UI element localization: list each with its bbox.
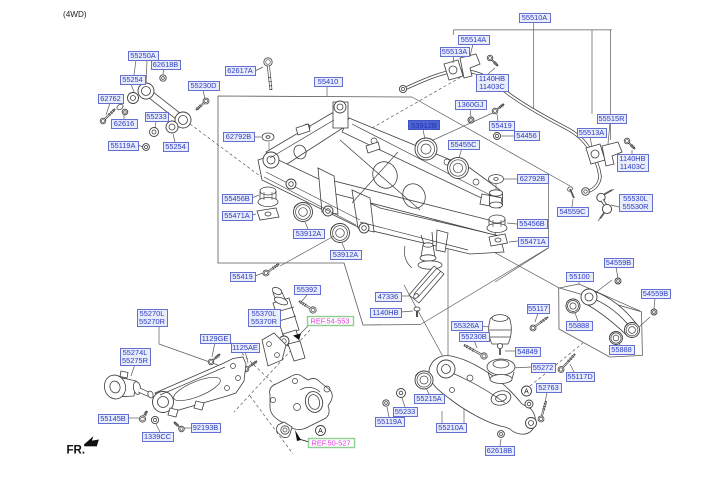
svg-text:55530L: 55530L <box>623 194 648 203</box>
svg-text:55513A: 55513A <box>442 47 468 56</box>
svg-text:55510A: 55510A <box>522 13 548 22</box>
svg-text:55419: 55419 <box>491 121 512 130</box>
svg-text:55270R: 55270R <box>139 317 165 326</box>
svg-text:55233: 55233 <box>395 407 416 416</box>
svg-text:55392: 55392 <box>297 285 318 294</box>
svg-text:55419: 55419 <box>232 272 253 281</box>
svg-text:55471A: 55471A <box>520 237 546 246</box>
svg-text:REF.54-553: REF.54-553 <box>310 316 349 325</box>
svg-text:11403C: 11403C <box>620 162 646 171</box>
svg-text:52763: 52763 <box>538 383 559 392</box>
svg-text:A: A <box>318 428 323 435</box>
svg-text:54849: 54849 <box>517 347 538 356</box>
svg-text:55119A: 55119A <box>111 141 136 150</box>
svg-text:55215A: 55215A <box>416 394 442 403</box>
svg-text:REF.50-527: REF.50-527 <box>311 438 350 447</box>
svg-text:47336: 47336 <box>378 292 399 301</box>
svg-text:55471A: 55471A <box>224 211 250 220</box>
svg-text:55455C: 55455C <box>451 140 478 149</box>
svg-text:55233: 55233 <box>146 112 167 121</box>
svg-text:55275R: 55275R <box>122 356 148 365</box>
svg-text:(4WD): (4WD) <box>63 10 87 19</box>
svg-text:FR.: FR. <box>67 445 86 457</box>
svg-text:55254: 55254 <box>165 142 186 151</box>
svg-text:1125AE: 1125AE <box>232 343 258 352</box>
svg-text:1140HB: 1140HB <box>479 74 505 83</box>
svg-text:1140HB: 1140HB <box>619 154 645 163</box>
svg-text:55254: 55254 <box>122 75 143 84</box>
svg-text:53912A: 53912A <box>333 250 359 259</box>
svg-text:55410: 55410 <box>318 77 339 86</box>
svg-text:55117D: 55117D <box>567 372 592 381</box>
svg-text:1339CC: 1339CC <box>144 432 172 441</box>
svg-text:55145B: 55145B <box>100 414 126 423</box>
svg-text:62617A: 62617A <box>227 66 253 75</box>
svg-text:55119A: 55119A <box>377 417 402 426</box>
svg-text:62762: 62762 <box>100 94 121 103</box>
svg-text:55456B: 55456B <box>519 219 545 228</box>
svg-text:53912A: 53912A <box>296 229 322 238</box>
svg-text:1129GE: 1129GE <box>202 334 229 343</box>
svg-text:55230B: 55230B <box>461 332 487 341</box>
svg-text:55513A: 55513A <box>579 128 605 137</box>
svg-text:55230D: 55230D <box>191 81 217 90</box>
svg-text:A: A <box>524 389 529 396</box>
svg-text:55514A: 55514A <box>461 35 487 44</box>
svg-text:55370R: 55370R <box>251 317 277 326</box>
svg-text:62792B: 62792B <box>226 132 252 141</box>
svg-text:55272: 55272 <box>533 363 554 372</box>
svg-text:55530R: 55530R <box>623 202 649 211</box>
svg-text:55270L: 55270L <box>140 309 165 318</box>
svg-text:55274L: 55274L <box>123 348 148 357</box>
svg-text:55250A: 55250A <box>130 51 156 60</box>
svg-text:54456: 54456 <box>516 131 537 140</box>
svg-text:92193B: 92193B <box>193 423 219 432</box>
svg-text:54559B: 54559B <box>643 289 669 298</box>
svg-text:55210A: 55210A <box>438 423 464 432</box>
svg-text:55370L: 55370L <box>252 309 277 318</box>
svg-text:55888: 55888 <box>569 321 590 330</box>
svg-text:62792B: 62792B <box>520 174 546 183</box>
svg-text:55117: 55117 <box>528 304 548 313</box>
svg-text:62618B: 62618B <box>153 60 179 69</box>
svg-text:11403C: 11403C <box>479 82 505 91</box>
svg-text:1360GJ: 1360GJ <box>458 100 484 109</box>
svg-text:62618B: 62618B <box>487 446 513 455</box>
svg-text:1140HB: 1140HB <box>372 308 398 317</box>
svg-text:62616: 62616 <box>114 119 135 128</box>
svg-text:55326A: 55326A <box>454 321 480 330</box>
svg-text:55888: 55888 <box>611 345 632 354</box>
svg-text:55515R: 55515R <box>599 114 625 123</box>
svg-text:55100: 55100 <box>569 272 590 281</box>
svg-text:54559C: 54559C <box>560 207 587 216</box>
svg-text:53912B: 53912B <box>411 121 437 130</box>
svg-text:54559B: 54559B <box>606 258 632 267</box>
svg-text:55456B: 55456B <box>224 194 250 203</box>
